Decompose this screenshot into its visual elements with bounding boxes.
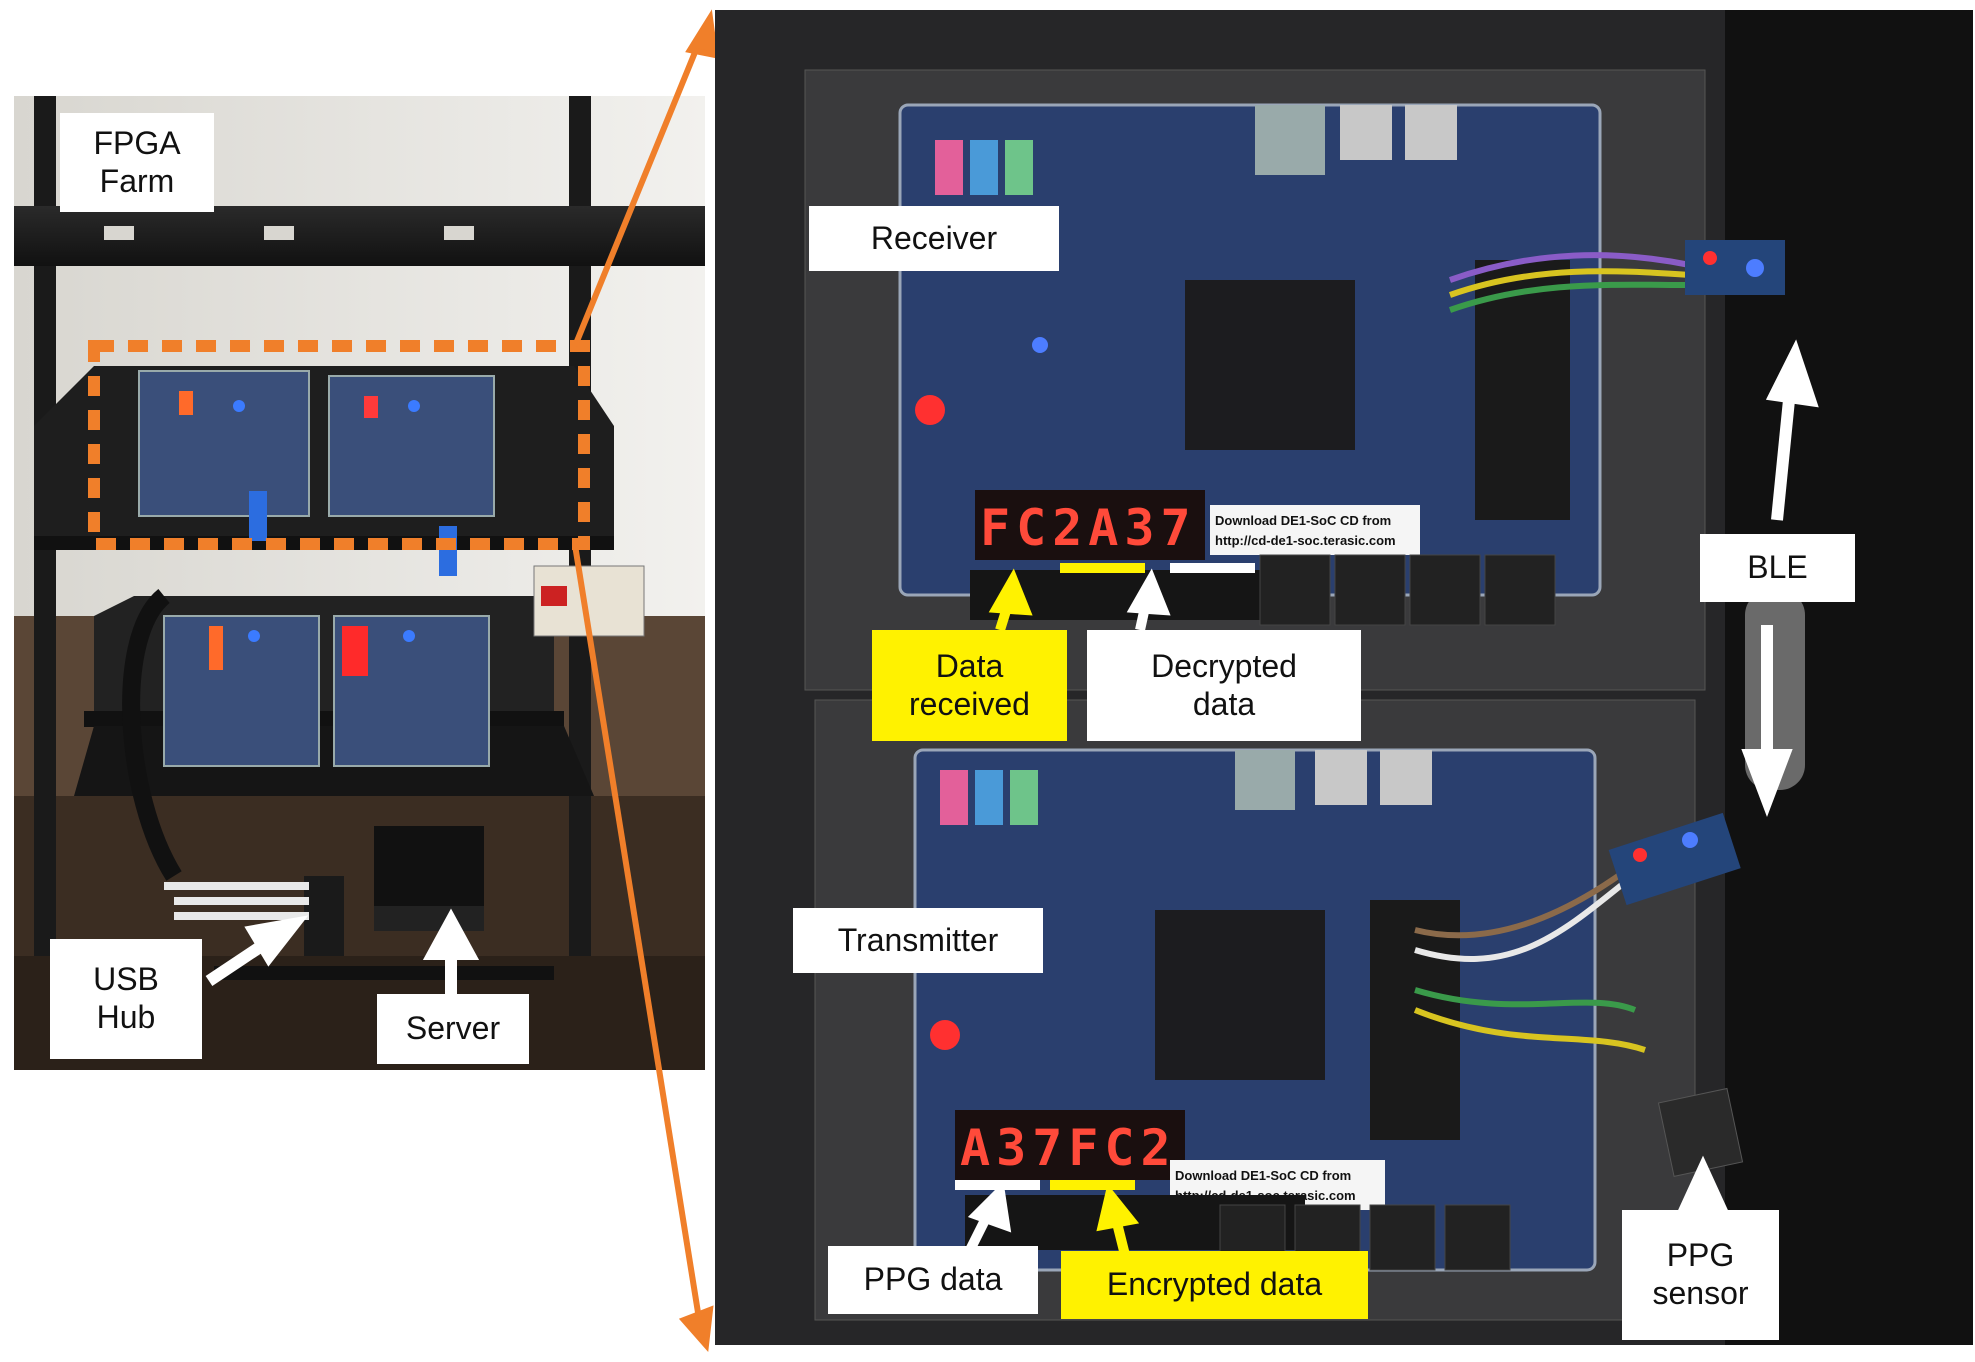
encrypted-data-arrow <box>1096 1183 1140 1257</box>
decrypted-data-arrow <box>1126 568 1171 632</box>
transmitter-seven-segment: A37FC2 <box>960 1119 1177 1177</box>
encrypted-data-label: Encrypted data <box>1061 1251 1368 1319</box>
highlight-box <box>88 340 590 550</box>
ppg-data-arrow <box>965 1181 1012 1253</box>
zoom-arrowhead-top <box>685 9 719 59</box>
server-arrow <box>422 908 480 996</box>
rack-illustration <box>14 96 705 1070</box>
receiver-label: Receiver <box>809 206 1059 271</box>
receiver-seven-segment: FC2A37 <box>980 499 1197 557</box>
decrypted-data-label: Decrypted data <box>1087 630 1361 741</box>
receiver-download-text: Download DE1-SoC CD from <box>1215 513 1391 528</box>
ble-arrow-down <box>1741 625 1793 817</box>
ble-label: BLE <box>1700 534 1855 602</box>
server-label: Server <box>377 994 529 1064</box>
transmitter-board: A37FC2 Download DE1-SoC CD from http://c… <box>913 748 1597 1272</box>
data-received-label: Data received <box>872 630 1067 741</box>
transmitter-download-text: Download DE1-SoC CD from <box>1175 1168 1351 1183</box>
data-received-arrow <box>988 568 1033 632</box>
ble-arrow-up <box>1765 339 1819 521</box>
zoom-arrowhead-bottom <box>678 1305 714 1353</box>
ppg-data-label: PPG data <box>828 1246 1038 1314</box>
receiver-url-text: http://cd-de1-soc.terasic.com <box>1215 533 1396 548</box>
usb-hub-arrow <box>205 915 309 986</box>
usb-hub-label: USB Hub <box>50 939 202 1059</box>
fpga-farm-photo <box>14 96 705 1070</box>
transmitter-label: Transmitter <box>793 908 1043 973</box>
fpga-farm-label: FPGA Farm <box>60 113 214 212</box>
ppg-sensor-label: PPG sensor <box>1622 1210 1779 1340</box>
receiver-board: FC2A37 Download DE1-SoC CD from http://c… <box>898 103 1602 626</box>
